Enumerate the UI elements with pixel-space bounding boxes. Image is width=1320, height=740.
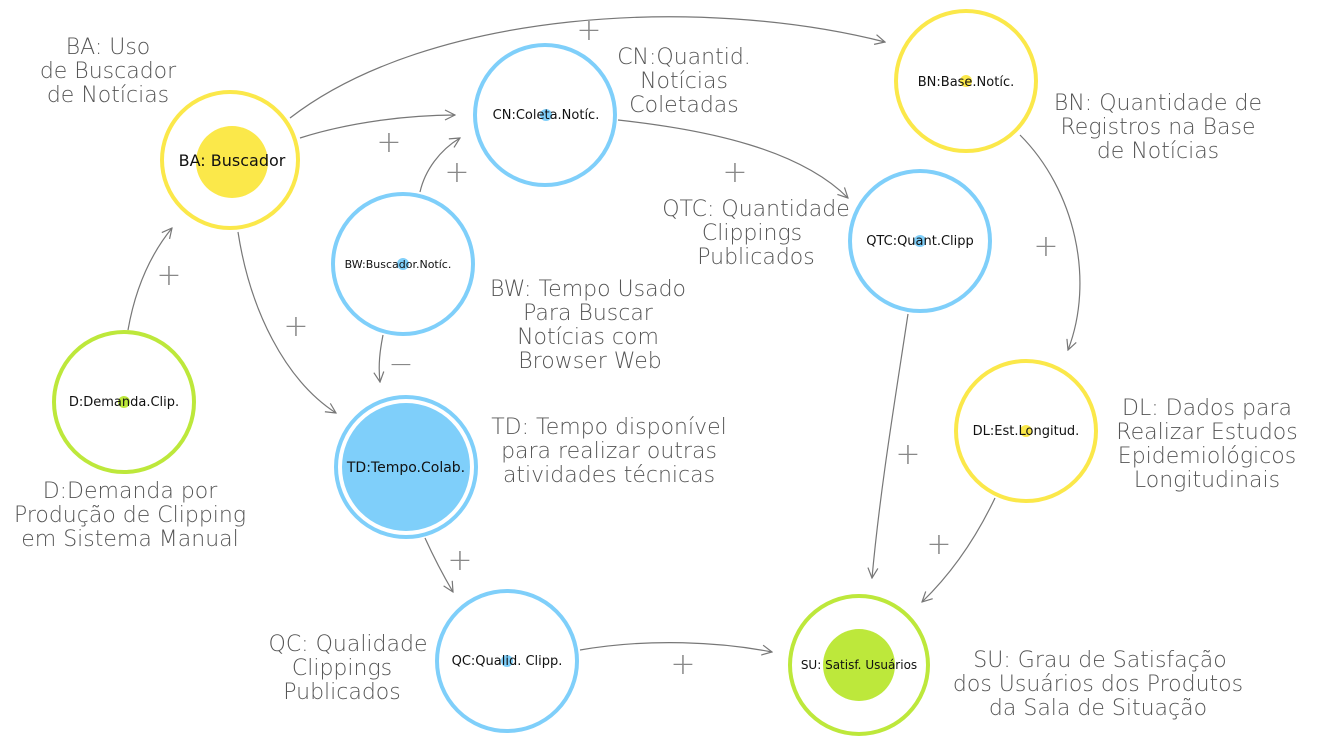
node-d-label: D:Demanda.Clip. xyxy=(69,395,179,410)
sign-ba-bn: + xyxy=(576,13,601,48)
sign-bw-cn: + xyxy=(444,155,469,190)
edge-qtc-su xyxy=(872,313,909,578)
sign-ba-td: + xyxy=(283,309,308,344)
node-bw-dot xyxy=(397,258,409,270)
desc-su: SU: Grau de Satisfação dos Usuários dos … xyxy=(953,648,1243,721)
sign-qtc-su: + xyxy=(895,437,920,472)
desc-qc: QC: Qualidade Clippings Publicados xyxy=(269,632,428,705)
edge-bw-cn xyxy=(419,138,460,193)
sign-bn-dl: + xyxy=(1033,229,1058,264)
node-bw-label: BW:Buscador.Notíc. xyxy=(345,258,452,271)
desc-dl-line: Longitudinais xyxy=(1134,468,1280,493)
node-su[interactable]: SU: Satisf. Usuários xyxy=(788,594,930,736)
node-qc-label: QC:Qualid. Clipp. xyxy=(452,654,563,669)
desc-dl: DL: Dados para Realizar Estudos Epidemio… xyxy=(1116,396,1297,493)
edge-td-qc xyxy=(424,537,453,592)
node-dl-label: DL:Est.Longitud. xyxy=(973,424,1080,439)
desc-td-line: TD: Tempo disponível xyxy=(491,415,727,440)
sign-bw-td: − xyxy=(388,347,413,382)
node-d[interactable]: D:Demanda.Clip. xyxy=(52,330,196,474)
desc-d-line: Produção de Clipping xyxy=(14,503,246,528)
desc-su-line: da Sala de Situação xyxy=(989,696,1207,721)
node-td-label: TD:Tempo.Colab. xyxy=(346,460,465,476)
desc-qtc: QTC: Quantidade Clippings Publicados xyxy=(662,197,850,270)
node-td[interactable]: TD:Tempo.Colab. xyxy=(334,395,478,539)
edge-cn-qtc xyxy=(617,119,848,198)
node-bn-dot xyxy=(960,75,972,87)
desc-bn-line: de Notícias xyxy=(1097,139,1219,164)
sign-td-qc: + xyxy=(447,543,472,578)
desc-bw-line: Browser Web xyxy=(518,349,661,374)
desc-td: TD: Tempo disponível para realizar outra… xyxy=(491,415,727,488)
desc-ba-line: BA: Uso xyxy=(66,35,151,60)
node-su-label: SU: Satisf. Usuários xyxy=(801,658,917,672)
desc-dl-line: Epidemiológicos xyxy=(1118,444,1296,469)
desc-d-line: D:Demanda por xyxy=(43,479,219,504)
desc-ba: BA: Uso de Buscador de Notícias xyxy=(40,35,177,108)
desc-qc-line: QC: Qualidade xyxy=(269,632,428,657)
node-bn[interactable]: BN:Base.Notíc. xyxy=(894,9,1038,153)
desc-qtc-line: Publicados xyxy=(697,245,814,270)
desc-bn-line: BN: Quantidade de xyxy=(1054,91,1262,116)
desc-ba-line: de Notícias xyxy=(47,83,169,108)
node-bn-label: BN:Base.Notíc. xyxy=(918,75,1014,90)
desc-cn-line: CN:Quantid. xyxy=(617,45,751,70)
edge-ba-td xyxy=(237,231,336,413)
polarity-signs: + + + + + − + + + + + + xyxy=(156,13,1058,682)
edge-qc-su xyxy=(579,642,772,652)
desc-qc-line: Clippings xyxy=(292,656,392,681)
edge-ba-bn xyxy=(289,16,885,119)
desc-ba-line: de Buscador xyxy=(40,59,177,84)
node-ba-label: BA: Buscador xyxy=(179,151,286,170)
node-cn-label: CN:Coleta.Notíc. xyxy=(493,108,600,123)
sign-dl-su: + xyxy=(926,527,951,562)
node-qc[interactable]: QC:Qualid. Clipp. xyxy=(435,589,579,733)
edge-ba-cn xyxy=(299,115,455,139)
node-cn-dot xyxy=(540,109,552,121)
desc-dl-line: Realizar Estudos xyxy=(1116,420,1297,445)
edges xyxy=(127,16,1081,652)
desc-bw: BW: Tempo Usado Para Buscar Notícias com… xyxy=(490,277,686,374)
desc-qc-line: Publicados xyxy=(283,680,400,705)
sign-ba-cn: + xyxy=(376,125,401,160)
node-ba[interactable]: BA: Buscador xyxy=(160,90,300,230)
node-d-dot xyxy=(118,396,130,408)
node-ba-dot xyxy=(196,126,268,198)
desc-dl-line: DL: Dados para xyxy=(1122,396,1292,421)
desc-cn-line: Coletadas xyxy=(629,93,738,118)
node-qtc-label: QTC:Quant.Clipp xyxy=(866,234,974,249)
sign-cn-qtc: + xyxy=(722,155,747,190)
node-cn[interactable]: CN:Coleta.Notíc. xyxy=(473,43,617,187)
node-qtc-dot xyxy=(914,235,926,247)
desc-bn-line: Registros na Base xyxy=(1060,115,1255,140)
desc-cn: CN:Quantid. Notícias Coletadas xyxy=(617,45,751,118)
edge-d-ba xyxy=(127,228,172,331)
node-qtc[interactable]: QTC:Quant.Clipp xyxy=(848,169,992,313)
desc-qtc-line: Clippings xyxy=(702,221,802,246)
desc-qtc-line: QTC: Quantidade xyxy=(662,197,850,222)
desc-d: D:Demanda por Produção de Clipping em Si… xyxy=(14,479,246,552)
node-qc-dot xyxy=(501,655,513,667)
edge-bw-td xyxy=(379,334,383,382)
node-dl[interactable]: DL:Est.Longitud. xyxy=(954,359,1098,503)
desc-su-line: dos Usuários dos Produtos xyxy=(953,672,1243,697)
desc-bw-line: Notícias com xyxy=(517,325,659,350)
node-bw[interactable]: BW:Buscador.Notíc. xyxy=(331,192,475,336)
node-td-dot xyxy=(342,403,470,531)
desc-d-line: em Sistema Manual xyxy=(21,527,239,552)
node-dl-dot xyxy=(1020,425,1032,437)
desc-bn: BN: Quantidade de Registros na Base de N… xyxy=(1054,91,1262,164)
desc-su-line: SU: Grau de Satisfação xyxy=(973,648,1226,673)
edge-bn-dl xyxy=(1019,134,1081,350)
edge-dl-su xyxy=(922,497,996,602)
desc-td-line: atividades técnicas xyxy=(503,463,715,488)
desc-td-line: para realizar outras xyxy=(501,439,717,464)
desc-bw-line: BW: Tempo Usado xyxy=(490,277,686,302)
desc-bw-line: Para Buscar xyxy=(523,301,654,326)
desc-cn-line: Notícias xyxy=(640,69,728,94)
sign-d-ba: + xyxy=(156,258,181,293)
node-su-dot xyxy=(823,629,895,701)
sign-qc-su: + xyxy=(670,647,695,682)
